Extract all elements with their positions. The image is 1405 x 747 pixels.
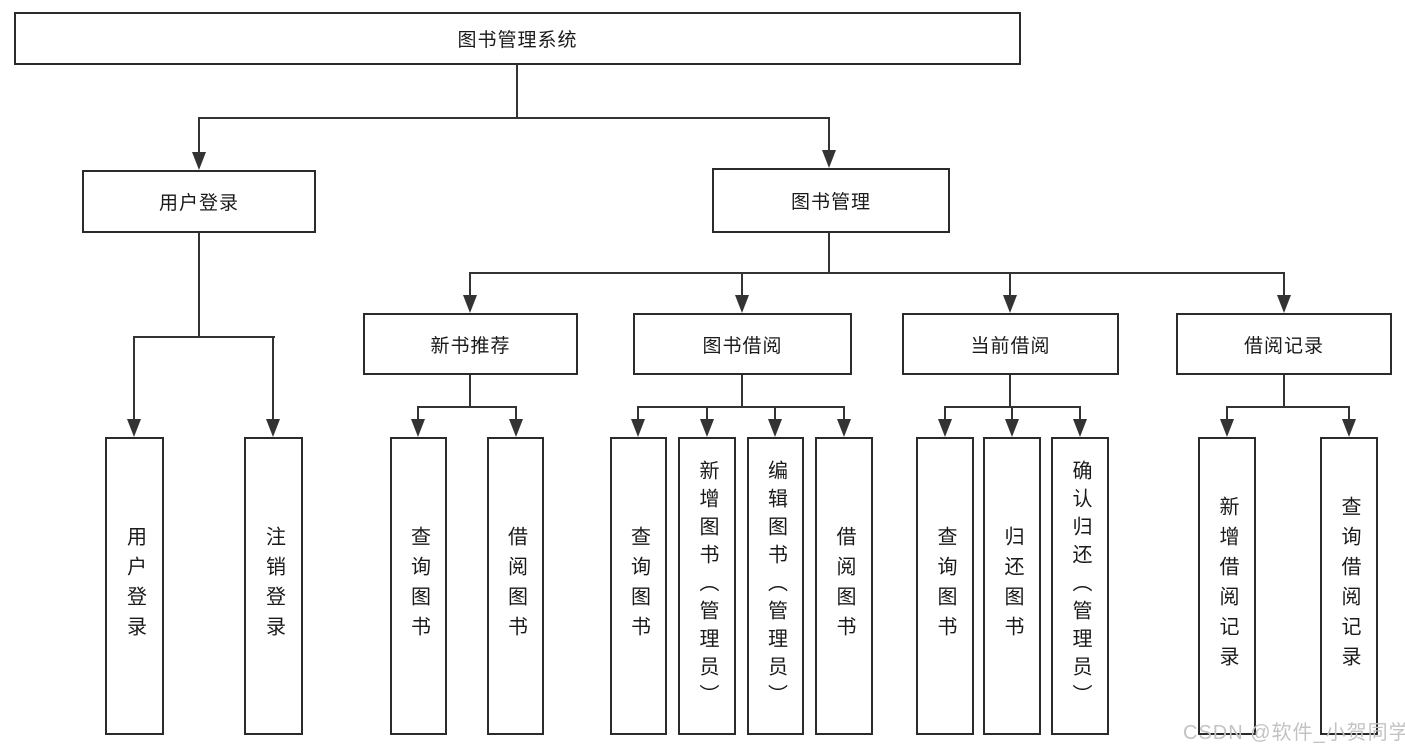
connector-stem-bb-leaf2: [706, 406, 708, 421]
leaf-bb-query-book: 查询图书: [610, 437, 667, 735]
node-root: 图书管理系统: [14, 12, 1021, 65]
connector-stem-bb-leaf3: [774, 406, 776, 421]
connector-current-borrow-stem: [1009, 375, 1011, 407]
arrowhead-cb-leaf3: [1073, 419, 1087, 437]
leaf-user-login: 用户登录: [105, 437, 164, 735]
arrowhead-bb-leaf4: [837, 419, 851, 437]
leaf-bb-add-book-admin-label: 新增图书（管理员）: [696, 460, 718, 712]
connector-stem-book-borrow: [741, 272, 743, 296]
connector-stem-current-borrow: [1009, 272, 1011, 296]
connector-book-mgmt-stem: [828, 233, 830, 273]
node-borrow-records: 借阅记录: [1176, 313, 1392, 375]
connector-stem-bb-leaf1: [637, 406, 639, 421]
connector-stem-rec-leaf1: [417, 406, 419, 421]
leaf-br-add-record: 新增借阅记录: [1198, 437, 1256, 735]
leaf-rec-borrow-book: 借阅图书: [487, 437, 544, 735]
arrowhead-leaf-user-login: [127, 419, 141, 437]
node-new-book-rec: 新书推荐: [363, 313, 578, 375]
connector-br-hline: [1226, 406, 1350, 408]
node-book-mgmt-label: 图书管理: [790, 192, 871, 213]
arrowhead-current-borrow: [1003, 295, 1017, 313]
arrowhead-book-borrow: [735, 295, 749, 313]
connector-stem-user-login: [198, 117, 200, 153]
node-book-borrow: 图书借阅: [633, 313, 852, 375]
connector-stem-cb-leaf2: [1011, 406, 1013, 421]
node-user-login-label: 用户登录: [158, 193, 239, 214]
arrowhead-rec-leaf1: [411, 419, 425, 437]
leaf-rec-query-book: 查询图书: [390, 437, 447, 735]
leaf-rec-borrow-book-label: 借阅图书: [504, 526, 527, 646]
connector-stem-book-mgmt: [828, 117, 830, 151]
connector-stem-bb-leaf4: [843, 406, 845, 421]
arrowhead-cb-leaf2: [1005, 419, 1019, 437]
node-book-mgmt: 图书管理: [712, 168, 950, 233]
arrowhead-cb-leaf1: [938, 419, 952, 437]
node-root-label: 图书管理系统: [457, 30, 578, 51]
connector-stem-leaf-logout: [272, 336, 274, 420]
leaf-logout-label: 注销登录: [262, 526, 285, 646]
leaf-cb-confirm-return-admin-label: 确认归还（管理员）: [1069, 460, 1091, 712]
leaf-rec-query-book-label: 查询图书: [407, 526, 430, 646]
connector-bb-hline: [637, 406, 845, 408]
node-current-borrow: 当前借阅: [902, 313, 1119, 375]
node-borrow-records-label: 借阅记录: [1243, 335, 1324, 357]
connector-user-login-stem: [198, 233, 200, 337]
connector-level1-hline: [198, 117, 830, 119]
connector-stem-borrow-records: [1283, 272, 1285, 296]
connector-level3-hline: [469, 272, 1285, 274]
connector-root-stem: [516, 65, 518, 118]
arrowhead-bb-leaf1: [631, 419, 645, 437]
node-current-borrow-label: 当前借阅: [970, 335, 1051, 357]
leaf-br-query-record-label: 查询借阅记录: [1338, 496, 1360, 676]
leaf-logout: 注销登录: [244, 437, 303, 735]
leaf-bb-borrow-book: 借阅图书: [815, 437, 873, 735]
connector-stem-cb-leaf3: [1079, 406, 1081, 421]
arrowhead-br-leaf1: [1220, 419, 1234, 437]
arrowhead-bb-leaf3: [768, 419, 782, 437]
connector-stem-br-leaf2: [1348, 406, 1350, 421]
leaf-cb-return-book: 归还图书: [983, 437, 1041, 735]
connector-borrow-records-stem: [1283, 375, 1285, 407]
leaf-br-add-record-label: 新增借阅记录: [1216, 496, 1238, 676]
connector-stem-br-leaf1: [1226, 406, 1228, 421]
connector-stem-rec-leaf2: [515, 406, 517, 421]
leaf-cb-query-book: 查询图书: [916, 437, 974, 735]
arrowhead-user-login: [192, 152, 206, 170]
leaf-cb-confirm-return-admin: 确认归还（管理员）: [1051, 437, 1109, 735]
leaf-br-query-record: 查询借阅记录: [1320, 437, 1378, 735]
connector-rec-hline: [417, 406, 517, 408]
leaf-bb-edit-book-admin-label: 编辑图书（管理员）: [764, 460, 787, 712]
leaf-bb-add-book-admin: 新增图书（管理员）: [678, 437, 736, 735]
arrowhead-br-leaf2: [1342, 419, 1356, 437]
node-new-book-rec-label: 新书推荐: [430, 335, 511, 357]
leaf-bb-borrow-book-label: 借阅图书: [833, 526, 855, 646]
node-book-borrow-label: 图书借阅: [702, 335, 783, 357]
csdn-watermark: CSDN @软件_小贺同学: [1183, 722, 1405, 744]
leaf-user-login-label: 用户登录: [123, 526, 146, 646]
connector-stem-cb-leaf1: [944, 406, 946, 421]
leaf-cb-return-book-label: 归还图书: [1001, 526, 1023, 646]
leaf-bb-query-book-label: 查询图书: [627, 526, 650, 646]
leaf-cb-query-book-label: 查询图书: [934, 526, 956, 646]
arrowhead-rec-leaf2: [509, 419, 523, 437]
arrowhead-borrow-records: [1277, 295, 1291, 313]
connector-book-borrow-stem: [741, 375, 743, 407]
leaf-bb-edit-book-admin: 编辑图书（管理员）: [747, 437, 804, 735]
arrowhead-book-mgmt: [822, 150, 836, 168]
connector-new-book-rec-stem: [469, 375, 471, 407]
arrowhead-leaf-logout: [266, 419, 280, 437]
connector-user-hline: [133, 336, 275, 338]
node-user-login: 用户登录: [82, 170, 316, 233]
arrowhead-bb-leaf2: [700, 419, 714, 437]
connector-stem-leaf-user-login: [133, 336, 135, 420]
connector-stem-new-book-rec: [469, 272, 471, 296]
arrowhead-new-book-rec: [463, 295, 477, 313]
